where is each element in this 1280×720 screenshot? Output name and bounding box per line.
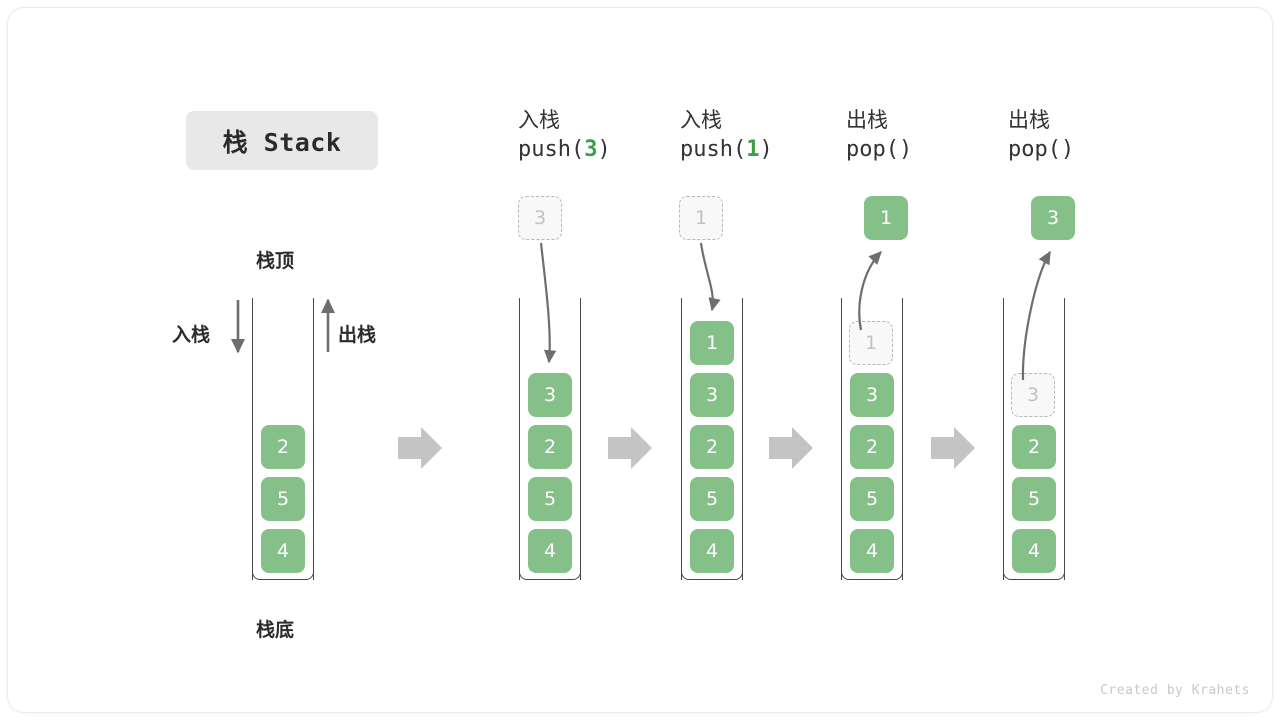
stack-container-push-3 bbox=[519, 298, 581, 580]
stack-rail-left bbox=[252, 298, 253, 580]
code-arg: 1 bbox=[746, 137, 760, 162]
code-pre: push( bbox=[518, 137, 585, 162]
popped-cell: 1 bbox=[864, 196, 908, 240]
stack-rail-right bbox=[902, 298, 903, 580]
stack-ghost-cell: 3 bbox=[1011, 373, 1055, 417]
stack-container-initial bbox=[252, 298, 314, 580]
stack-cell: 4 bbox=[850, 529, 894, 573]
stack-rail-left bbox=[681, 298, 682, 580]
code-post: ) bbox=[597, 137, 611, 162]
column-header-cn: 出栈 bbox=[1008, 108, 1050, 132]
stack-cell: 3 bbox=[690, 373, 734, 417]
stack-cell: 2 bbox=[261, 425, 305, 469]
code-post: ) bbox=[898, 137, 913, 162]
popped-cell: 3 bbox=[1031, 196, 1075, 240]
watermark: Created by Krahets bbox=[1100, 683, 1250, 698]
stack-cell: 5 bbox=[850, 477, 894, 521]
code-pre: push( bbox=[680, 137, 747, 162]
stack-bowl bbox=[1003, 550, 1065, 580]
stack-cell: 5 bbox=[528, 477, 572, 521]
pop-direction-label: 出栈 bbox=[338, 324, 377, 346]
stack-cell: 5 bbox=[690, 477, 734, 521]
stack-rail-right bbox=[313, 298, 314, 580]
column-header-push-1: 入栈 push(1) bbox=[680, 106, 830, 166]
stack-cell: 5 bbox=[1012, 477, 1056, 521]
stack-bowl bbox=[519, 550, 581, 580]
column-header-pop-1: 出栈 pop() bbox=[846, 106, 996, 166]
stack-bottom-label: 栈底 bbox=[256, 619, 295, 641]
column-header-code: push(1) bbox=[680, 134, 830, 166]
stack-bowl bbox=[681, 550, 743, 580]
title-badge: 栈 Stack bbox=[186, 111, 378, 170]
stack-rail-left bbox=[1003, 298, 1004, 580]
column-header-code: push(3) bbox=[518, 134, 668, 166]
stack-rail-left bbox=[841, 298, 842, 580]
stack-container-pop-1 bbox=[841, 298, 903, 580]
code-pre: pop( bbox=[846, 137, 899, 162]
stack-cell: 3 bbox=[528, 373, 572, 417]
column-header-cn: 出栈 bbox=[846, 108, 888, 132]
stack-ghost-cell: 1 bbox=[849, 321, 893, 365]
stack-cell: 4 bbox=[1012, 529, 1056, 573]
column-header-cn: 入栈 bbox=[518, 108, 560, 132]
column-header-cn: 入栈 bbox=[680, 108, 722, 132]
stack-top-label: 栈顶 bbox=[256, 250, 295, 272]
stack-rail-right bbox=[1064, 298, 1065, 580]
stack-rail-right bbox=[580, 298, 581, 580]
stack-cell: 2 bbox=[1012, 425, 1056, 469]
stack-cell: 2 bbox=[528, 425, 572, 469]
push-direction-label: 入栈 bbox=[172, 324, 211, 346]
stack-cell: 4 bbox=[528, 529, 572, 573]
stack-cell: 5 bbox=[261, 477, 305, 521]
floating-ghost-cell: 3 bbox=[518, 196, 562, 240]
stack-cell: 4 bbox=[690, 529, 734, 573]
stack-cell: 3 bbox=[850, 373, 894, 417]
stack-cell: 4 bbox=[261, 529, 305, 573]
code-post: ) bbox=[1060, 137, 1075, 162]
stack-rail-right bbox=[742, 298, 743, 580]
code-pre: pop( bbox=[1008, 137, 1061, 162]
stack-cell: 2 bbox=[850, 425, 894, 469]
column-header-code: pop() bbox=[846, 134, 996, 166]
stack-bowl bbox=[252, 550, 314, 580]
code-post: ) bbox=[759, 137, 773, 162]
stack-cell: 1 bbox=[690, 321, 734, 365]
floating-ghost-cell: 1 bbox=[679, 196, 723, 240]
stack-bowl bbox=[841, 550, 903, 580]
stack-container-pop-2 bbox=[1003, 298, 1065, 580]
stack-container-push-1 bbox=[681, 298, 743, 580]
stack-cell: 2 bbox=[690, 425, 734, 469]
code-arg: 3 bbox=[584, 137, 598, 162]
column-header-code: pop() bbox=[1008, 134, 1158, 166]
column-header-pop-2: 出栈 pop() bbox=[1008, 106, 1158, 166]
stack-rail-left bbox=[519, 298, 520, 580]
column-header-push-3: 入栈 push(3) bbox=[518, 106, 668, 166]
